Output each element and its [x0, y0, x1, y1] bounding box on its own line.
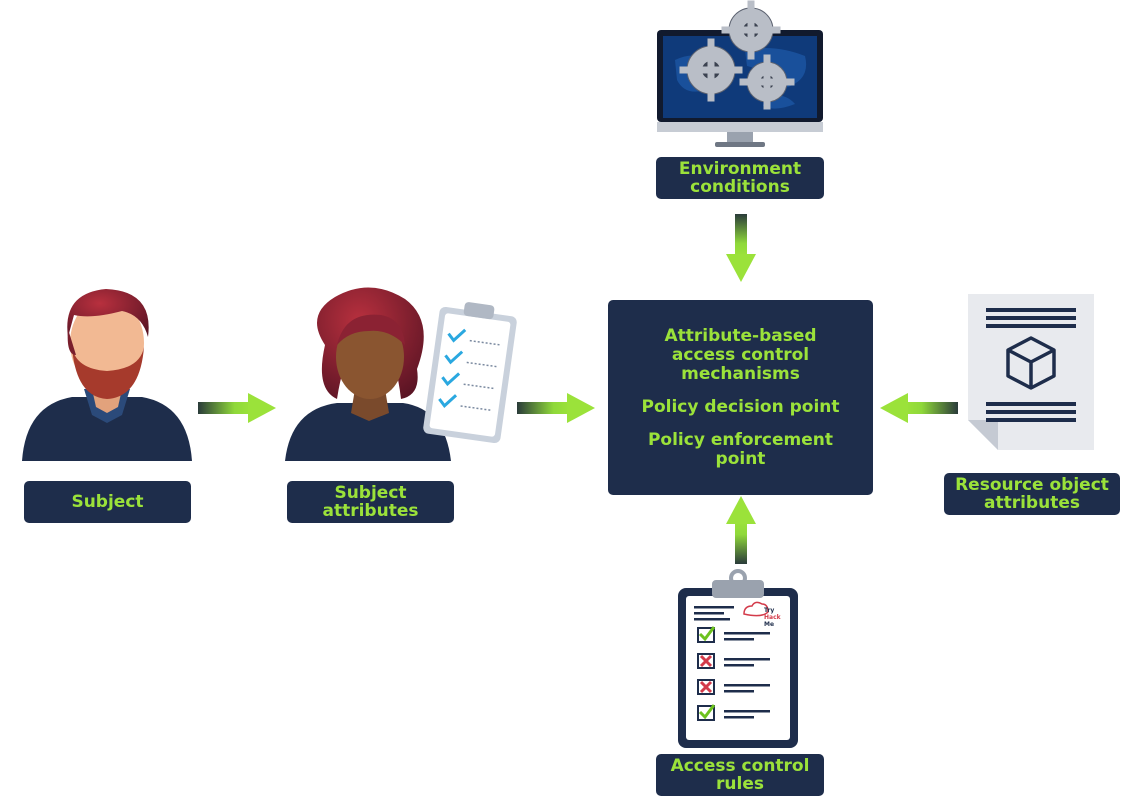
logo-text-me: Me [764, 621, 774, 628]
environment-conditions-label-text: Environment conditions [678, 159, 802, 197]
subject-attributes-label: Subject attributes [287, 481, 454, 523]
subject-attributes-label-text: Subject attributes [322, 483, 419, 521]
arrow-subject-to-attributes [198, 393, 276, 423]
resource-object-attributes-label-text: Resource object attributes [955, 475, 1109, 513]
abac-mechanisms-text: Attribute-based access control mechanism… [664, 325, 817, 384]
arrow-attributes-to-center [517, 393, 595, 423]
arrow-environment-to-center [726, 214, 756, 282]
policy-enforcement-point-text: Policy enforcement point [647, 429, 834, 469]
arrow-rules-to-center [726, 496, 756, 564]
arrow-resource-to-center [880, 393, 958, 423]
subject-attributes-avatar [285, 287, 517, 461]
logo-text-try: Try [764, 607, 774, 614]
policy-decision-point-text: Policy decision point [641, 396, 840, 417]
logo-text-hack: Hack [764, 614, 782, 621]
access-control-rules-label: Access control rules [656, 754, 824, 796]
environment-conditions-label: Environment conditions [656, 157, 824, 199]
access-rules-clipboard-icon: Try Hack Me [678, 569, 798, 748]
environment-monitor-icon [657, 0, 823, 147]
access-control-rules-label-text: Access control rules [670, 756, 810, 794]
abac-center-box: Attribute-based access control mechanism… [608, 300, 873, 495]
resource-object-attributes-label: Resource object attributes [944, 473, 1120, 515]
subject-avatar [22, 289, 192, 461]
subject-label-text: Subject [71, 492, 144, 512]
resource-document-icon [968, 294, 1094, 450]
subject-label: Subject [24, 481, 191, 523]
